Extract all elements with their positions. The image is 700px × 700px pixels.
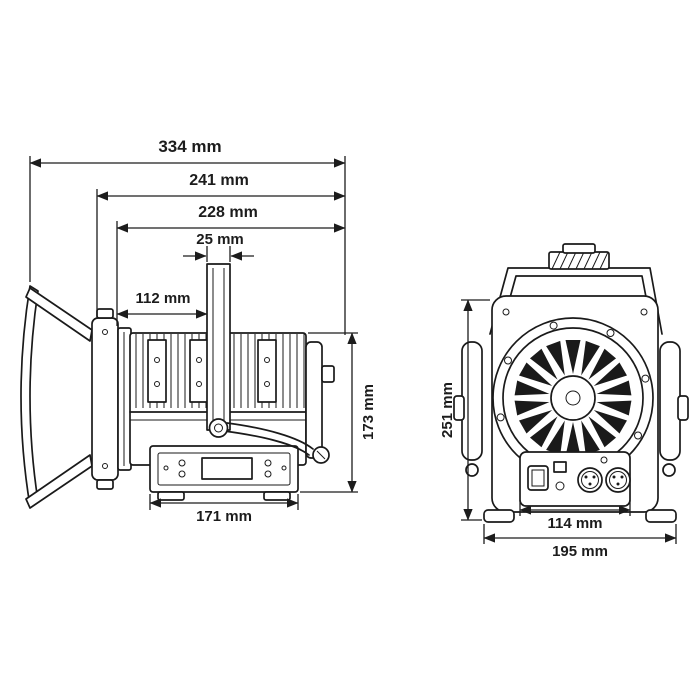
dimension-173: 173 mm	[300, 332, 377, 493]
side-view	[20, 263, 335, 509]
dim-label-112: 112 mm	[135, 290, 190, 307]
yoke-stem	[206, 263, 231, 431]
mounting-bracket	[548, 251, 610, 270]
dim-label-228: 228 mm	[198, 204, 258, 221]
display-panel	[201, 457, 253, 480]
dimension-334: 334 mm	[29, 137, 346, 335]
xlr-connector	[605, 467, 631, 493]
front-view	[453, 243, 689, 523]
dimension-171: 171 mm	[149, 494, 299, 525]
foot	[263, 491, 291, 501]
foot	[157, 491, 185, 501]
switch	[553, 461, 567, 473]
dimension-25: 25 mm	[183, 231, 254, 262]
dimension-241: 241 mm	[96, 172, 346, 318]
dim-label-171: 171 mm	[196, 508, 252, 525]
foot	[483, 509, 515, 523]
dim-label-25: 25 mm	[196, 231, 244, 248]
cable-entry	[321, 365, 335, 383]
base-unit	[149, 445, 299, 501]
barn-door-ring	[91, 317, 119, 481]
dimension-228: 228 mm	[116, 204, 346, 326]
front-ring-side	[117, 327, 132, 471]
fin-slot	[257, 339, 277, 403]
fin-slot	[147, 339, 167, 403]
xlr-connector	[577, 467, 603, 493]
dimension-114: 114 mm	[519, 500, 631, 532]
foot	[645, 509, 677, 523]
dimension-112: 112 mm	[116, 290, 208, 319]
dim-label-334: 334 mm	[158, 137, 221, 156]
dim-label-195: 195 mm	[552, 543, 608, 560]
dim-label-251: 251 mm	[439, 382, 456, 438]
yoke-side	[206, 263, 330, 464]
rear-cap	[305, 341, 335, 459]
dim-label-114: 114 mm	[547, 515, 602, 532]
yoke-pivot	[208, 418, 229, 438]
fuse-holder	[555, 481, 565, 491]
barn-doors-side	[20, 285, 119, 509]
door-knob	[662, 463, 676, 477]
power-inlet	[527, 465, 549, 491]
fin-slot	[189, 339, 209, 403]
dimension-251: 251 mm	[439, 299, 490, 521]
tilt-handle	[226, 422, 314, 450]
dimension-195: 195 mm	[483, 524, 677, 560]
dim-label-241: 241 mm	[189, 172, 249, 189]
dim-label-173: 173 mm	[360, 384, 377, 440]
connector-panel	[519, 451, 631, 507]
lens-center	[550, 375, 596, 421]
